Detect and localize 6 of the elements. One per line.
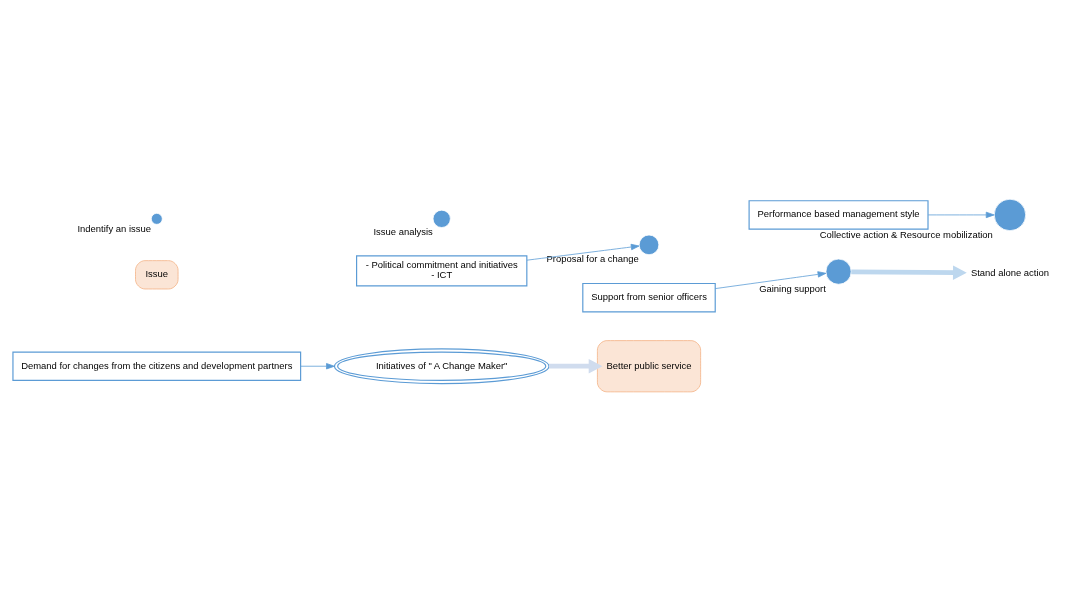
node-label: Collective action & Resource mobilization	[819, 228, 993, 240]
node-label: Gaining support	[759, 282, 826, 294]
node-label: Issue analysis	[373, 225, 433, 237]
node-label: Indentify an issue	[77, 222, 151, 234]
node-text: Stand alone action	[970, 266, 1050, 278]
node-label: Proposal for a change	[546, 252, 639, 264]
